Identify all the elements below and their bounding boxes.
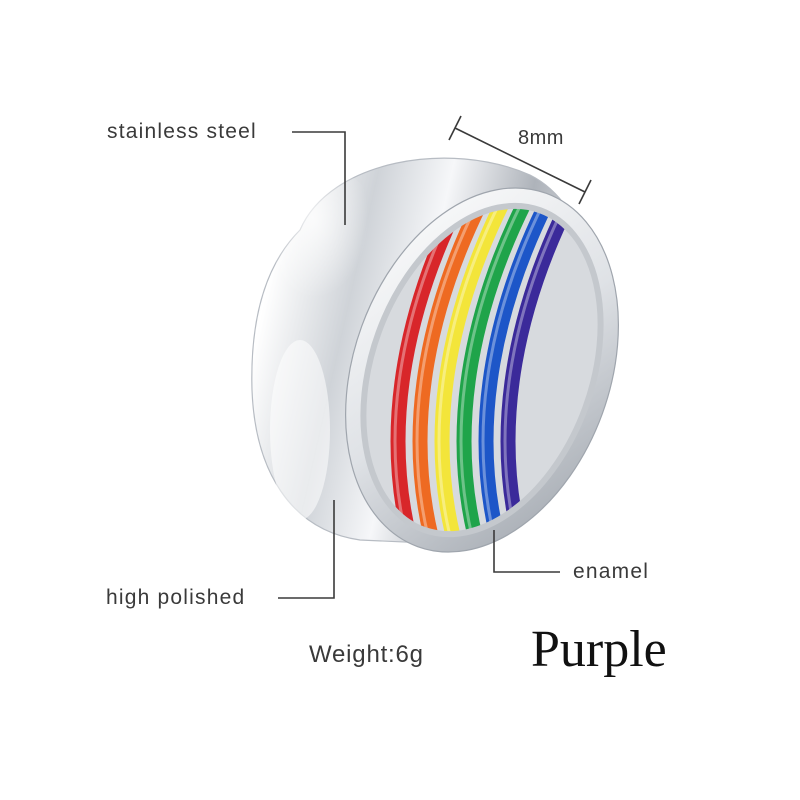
enamel-stripe-highlight — [415, 199, 481, 541]
label-width: 8mm — [518, 127, 564, 149]
dimension-line — [454, 127, 586, 193]
enamel-stripe — [478, 192, 556, 548]
enamel-stripe-highlight — [481, 199, 547, 541]
label-stainless-steel: stainless steel — [107, 120, 257, 143]
enamel-stripe-highlight — [459, 199, 525, 541]
leader-stainless-steel — [292, 131, 346, 225]
enamel-stripe — [434, 192, 512, 548]
enamel-stripe — [456, 192, 534, 548]
leader-enamel — [493, 530, 560, 573]
dimension-tick-left — [448, 115, 462, 141]
leader-high-polished — [278, 500, 335, 599]
leader-lines — [278, 115, 592, 599]
enamel-stripe — [412, 192, 490, 548]
enamel-stripe — [500, 192, 578, 548]
label-weight: Weight:6g — [309, 641, 424, 668]
enamel-stripe-highlight — [437, 199, 503, 541]
label-high-polished: high polished — [106, 586, 246, 609]
dimension-tick-right — [578, 179, 592, 205]
label-color-variant: Purple — [531, 621, 667, 678]
enamel-stripe-highlight — [503, 199, 569, 541]
label-enamel: enamel — [573, 560, 650, 583]
